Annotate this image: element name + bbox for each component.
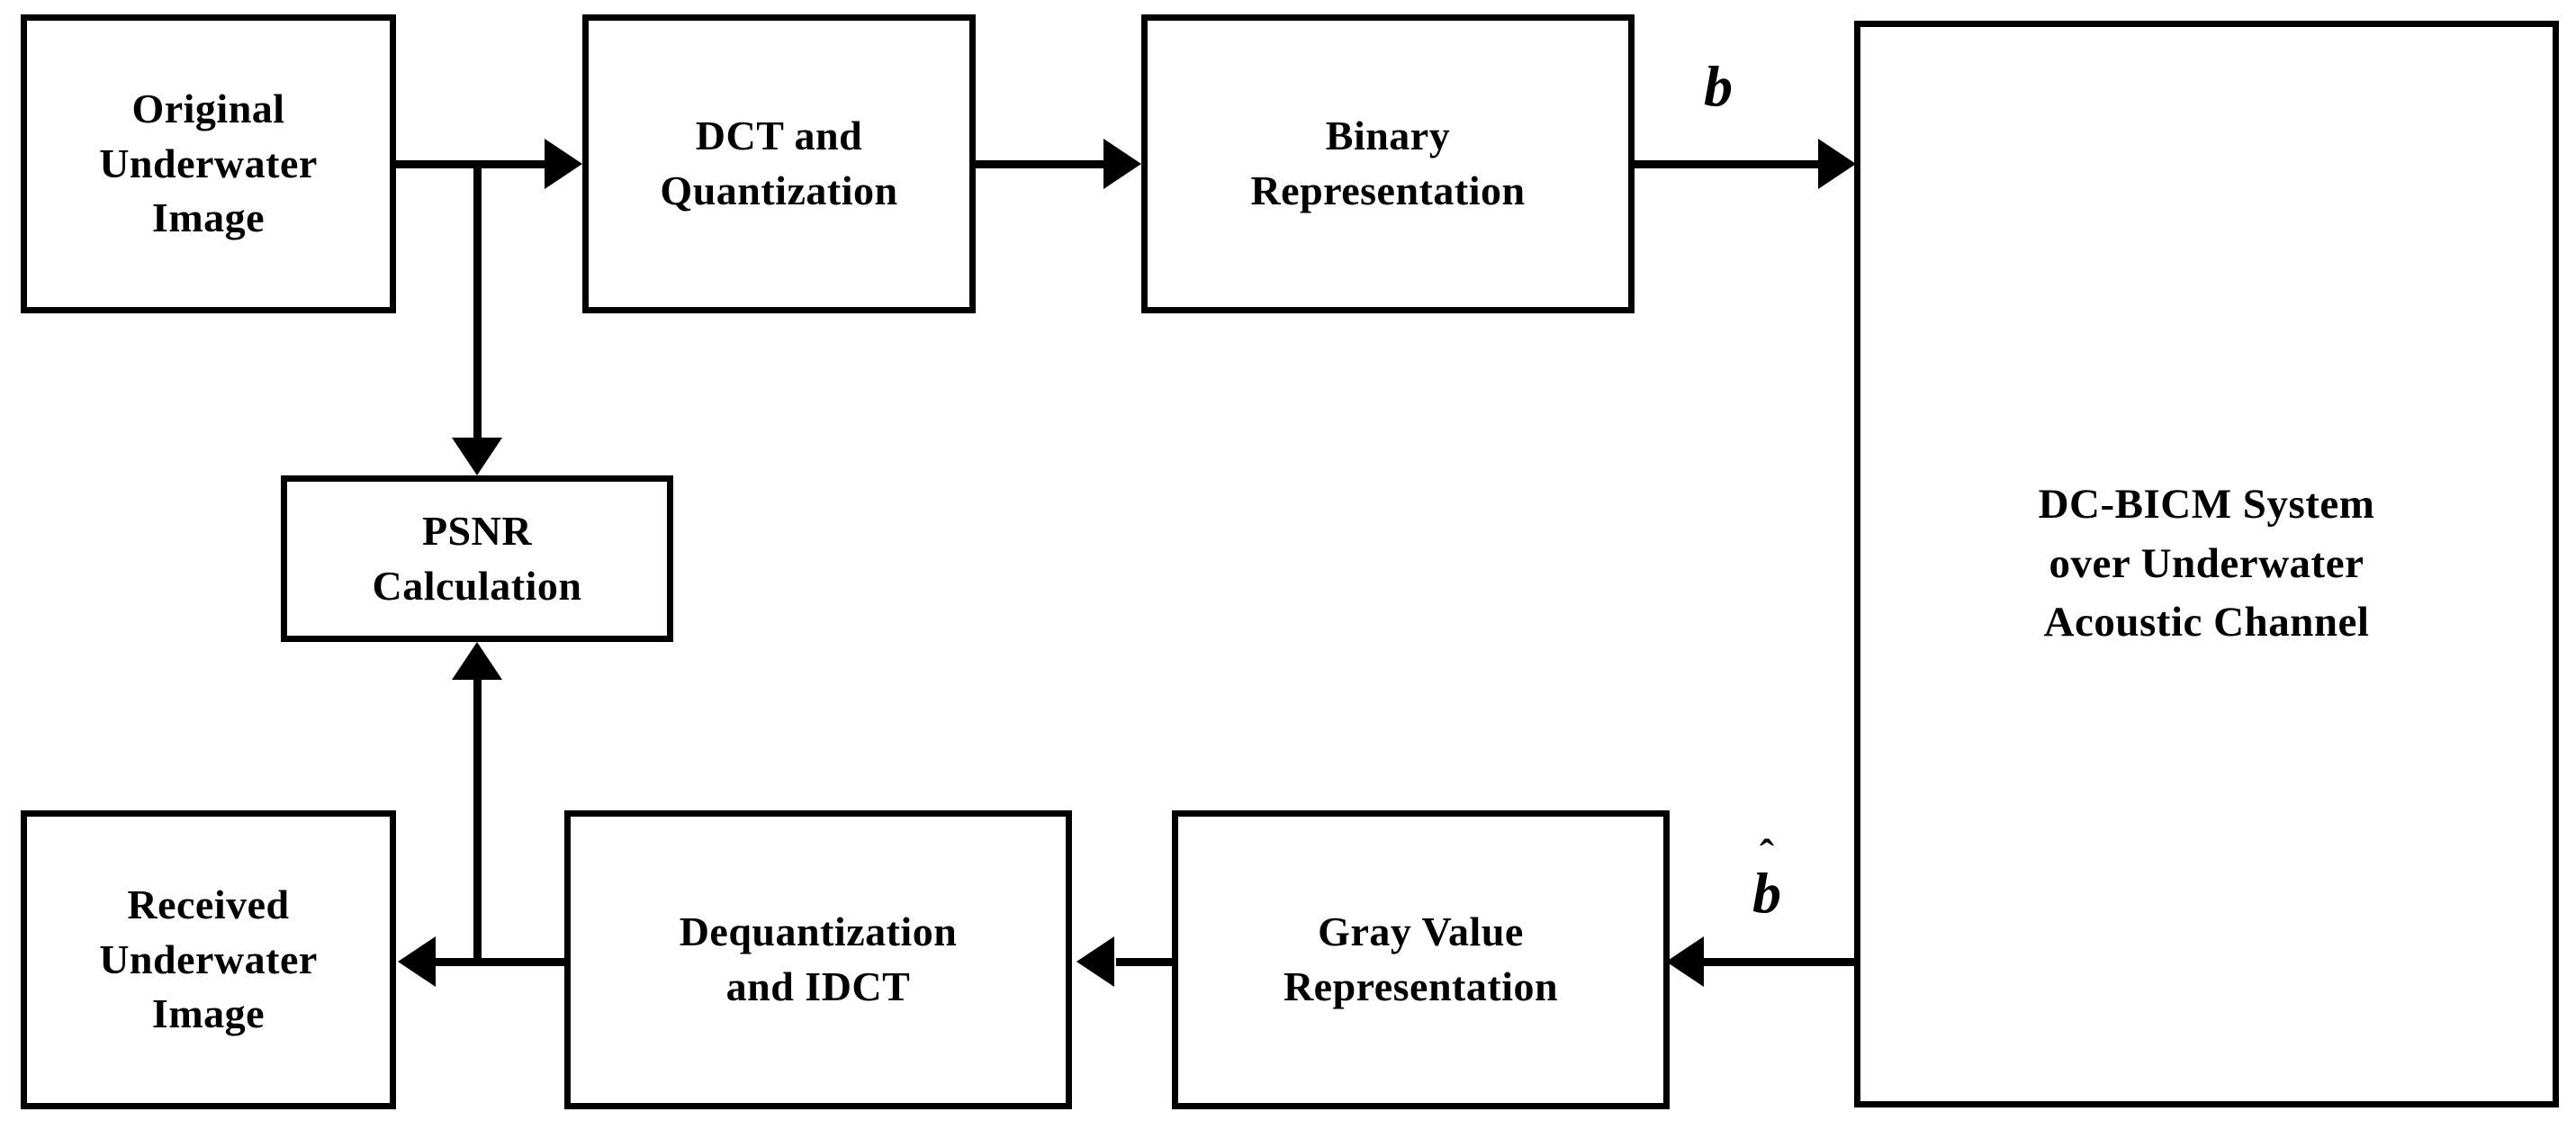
signal-label-b: b <box>1704 58 1733 115</box>
node-label-original-underwater-image: Original Underwater Image <box>99 85 318 241</box>
edge-dct-to-binary-arrowhead <box>1103 139 1141 189</box>
edge-original-to-dct-arrowhead <box>545 139 582 189</box>
edge-dequant-to-received-line <box>436 958 566 966</box>
edge-original-to-dct-line <box>396 160 546 168</box>
node-psnr-calculation[interactable]: PSNR Calculation <box>281 475 673 642</box>
edge-channel-to-gray-arrowhead <box>1666 936 1704 987</box>
node-dequantization-and-idct[interactable]: Dequantization and IDCT <box>564 810 1072 1109</box>
node-gray-value-representation[interactable]: Gray Value Representation <box>1172 810 1670 1109</box>
signal-label-b-hat: ˆ b <box>1752 834 1781 925</box>
edge-binary-to-channel-arrowhead <box>1818 139 1856 189</box>
node-original-underwater-image[interactable]: Original Underwater Image <box>21 14 396 313</box>
edge-gray-to-dequant-line <box>1116 958 1172 966</box>
node-label-psnr-calculation: PSNR Calculation <box>372 507 582 609</box>
edge-dequant-to-received-arrowhead <box>398 936 436 987</box>
edge-dequant-to-psnr-line <box>473 678 482 963</box>
node-label-received-underwater-image: Received Underwater Image <box>99 881 318 1037</box>
signal-label-b-hat-accent: ˆ <box>1760 831 1774 879</box>
node-received-underwater-image[interactable]: Received Underwater Image <box>21 810 396 1109</box>
node-label-binary-representation: Binary Representation <box>1250 113 1526 213</box>
edge-channel-to-gray-line <box>1704 958 1857 966</box>
edge-original-to-psnr-arrowhead <box>452 438 502 475</box>
edge-dequant-to-psnr-arrowhead <box>452 642 502 680</box>
node-dct-and-quantization[interactable]: DCT and Quantization <box>582 14 976 313</box>
node-label-gray-value-representation: Gray Value Representation <box>1283 909 1559 1009</box>
node-binary-representation[interactable]: Binary Representation <box>1141 14 1635 313</box>
node-dc-bicm-system-channel[interactable]: DC-BICM System over Underwater Acoustic … <box>1854 21 2559 1107</box>
edge-binary-to-channel-line <box>1635 160 1822 168</box>
edge-dct-to-binary-line <box>976 160 1106 168</box>
signal-label-b-symbol: b <box>1704 54 1733 118</box>
node-label-dequantization-and-idct: Dequantization and IDCT <box>679 909 958 1009</box>
signal-label-b-hat-symbol: b <box>1752 861 1781 925</box>
edge-original-to-psnr-line <box>473 160 482 439</box>
node-label-dct-and-quantization: DCT and Quantization <box>660 113 898 213</box>
node-label-dc-bicm-system-channel: DC-BICM System over Underwater Acoustic … <box>2038 480 2375 646</box>
edge-gray-to-dequant-arrowhead <box>1076 936 1114 987</box>
